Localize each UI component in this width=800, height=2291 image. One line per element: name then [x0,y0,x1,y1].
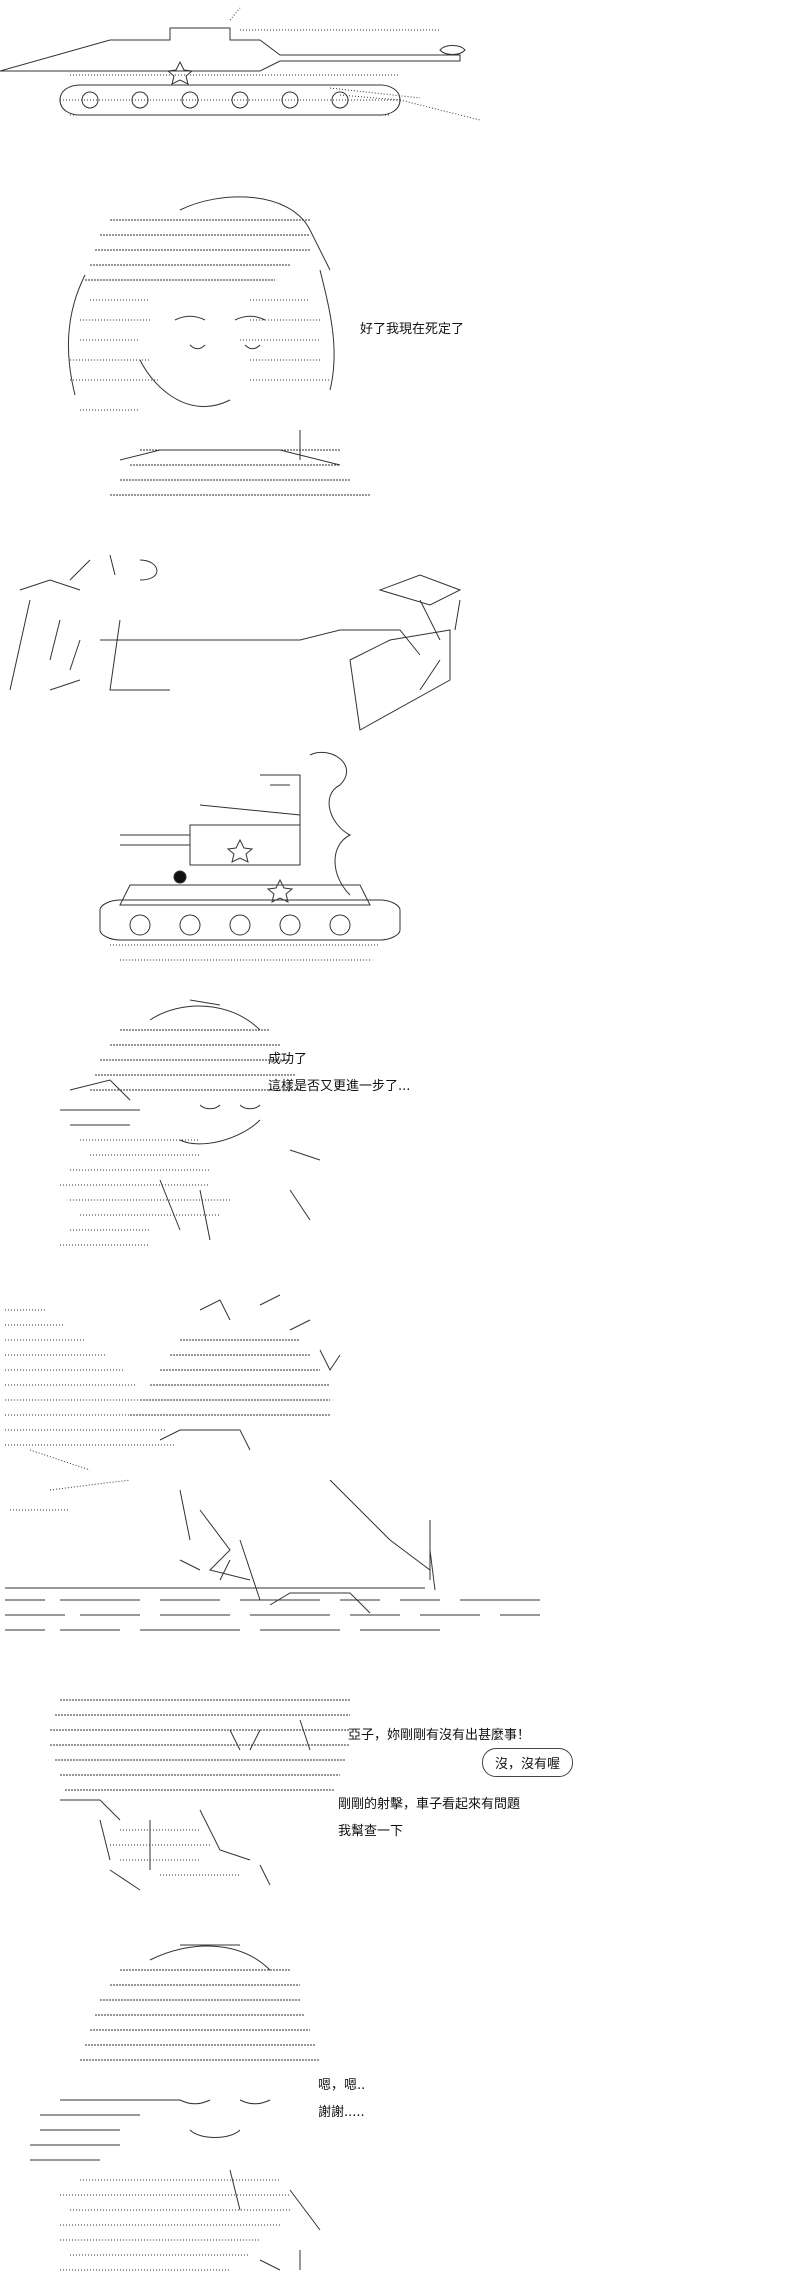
dialog-line: 亞子，妳剛剛有沒有出甚麼事！ [348,1728,531,1743]
tank-ascii-art [0,7,481,121]
dialog-line: 謝謝..... [318,2105,365,2120]
panel-girl-scared: 好了我現在死定了 [0,180,800,510]
dialog-line: 剛剛的射擊，車子看起來有問題 [338,1797,521,1812]
girl-thanks-ascii-art [30,1944,321,2271]
panel-girl-success: 成功了 這樣是否又更進一步了... [0,990,800,1260]
group-ascii-art [50,1699,350,1891]
girl-success-ascii-art [60,999,321,1246]
panel-sfx [0,540,800,740]
panel-tank-shot [0,745,800,975]
speech-bubble: 沒，沒有喔 [482,1748,574,1777]
explosion-ascii-art [5,1294,540,1631]
dialog-line: 成功了 [268,1052,308,1067]
girl-scared-ascii-art [67,196,370,496]
sfx-ascii-art [9,554,462,731]
panel-girl-thanks: 嗯，嗯.. 謝謝..... [0,1930,800,2291]
panel-tank-intro [0,0,800,150]
panel-explosion [0,1290,800,1660]
tank-shot-ascii-art [99,751,401,961]
dialog-line: 這樣是否又更進一步了... [268,1079,411,1094]
dialog-line: 好了我現在死定了 [360,322,465,337]
dialog-line: 嗯，嗯.. [318,2078,366,2093]
dialog-line: 我幫查一下 [338,1824,404,1839]
panel-dialog-group: 亞子，妳剛剛有沒有出甚麼事！ 沒，沒有喔 剛剛的射擊，車子看起來有問題 我幫查一… [0,1690,800,1900]
